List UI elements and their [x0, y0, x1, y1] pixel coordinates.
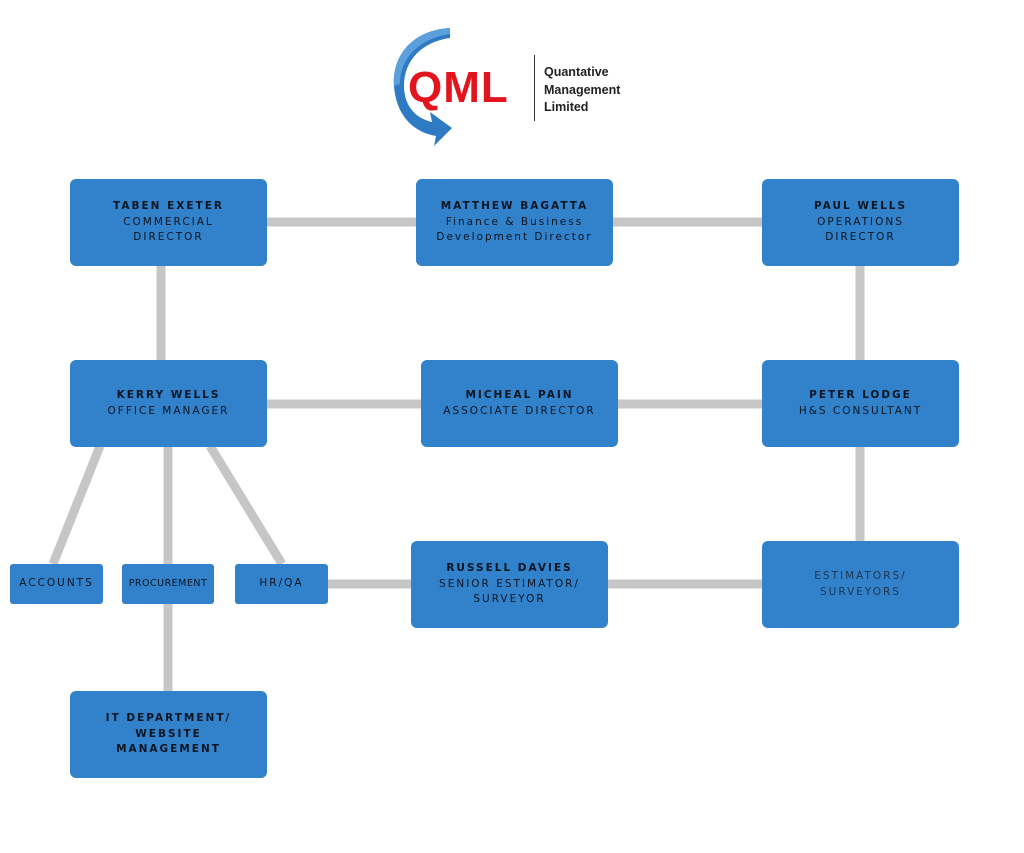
node-taben-exeter: TABEN EXETER COMMERCIAL DIRECTOR [70, 179, 267, 266]
logo-swoosh-icon [393, 28, 452, 146]
connector-kerry-accounts [48, 444, 105, 566]
node-label: IT DEPARTMENT/ [105, 712, 232, 725]
node-role: Finance & Business [445, 215, 584, 228]
node-label: ESTIMATORS/ [814, 570, 907, 582]
node-name: KERRY WELLS [116, 389, 221, 401]
node-role: COMMERCIAL [123, 215, 214, 228]
node-role: OPERATIONS [817, 215, 904, 228]
node-name: PAUL WELLS [813, 200, 908, 213]
connector-kerry-hrqa [206, 443, 286, 567]
node-role: H&S CONSULTANT [798, 404, 923, 417]
node-name: RUSSELL DAVIES [446, 562, 573, 575]
node-label: ACCOUNTS [19, 577, 94, 590]
node-label: HR/QA [259, 577, 304, 590]
node-label: PROCUREMENT [128, 578, 208, 590]
node-procurement: PROCUREMENT [122, 564, 214, 604]
company-name-line: Limited [544, 100, 589, 114]
company-name-line: Quantative [544, 65, 609, 79]
company-logo: QML Quantative Management Limited [388, 24, 638, 149]
node-role: Development Director [436, 231, 593, 244]
logo-divider [534, 55, 535, 121]
node-paul-wells: PAUL WELLS OPERATIONS DIRECTOR [762, 179, 959, 266]
logo-mark: QML [408, 63, 509, 112]
node-hr-qa: HR/QA [235, 564, 328, 604]
node-accounts: ACCOUNTS [10, 564, 103, 604]
node-role: ASSOCIATE DIRECTOR [443, 404, 596, 417]
node-role: OFFICE MANAGER [107, 404, 230, 417]
node-it-department: IT DEPARTMENT/ WEBSITE MANAGEMENT [70, 691, 267, 778]
node-label: MANAGEMENT [116, 743, 221, 756]
node-label: WEBSITE [135, 727, 202, 740]
node-name: MATTHEW BAGATTA [440, 200, 589, 213]
node-matthew-bagatta: MATTHEW BAGATTA Finance & Business Devel… [416, 179, 613, 266]
node-name: MICHEAL PAIN [465, 389, 574, 401]
node-peter-lodge: PETER LODGE H&S CONSULTANT [762, 360, 959, 447]
node-russell-davies: RUSSELL DAVIES SENIOR ESTIMATOR/ SURVEYO… [411, 541, 608, 628]
node-role: DIRECTOR [825, 231, 896, 244]
node-name: TABEN EXETER [113, 200, 224, 213]
company-name: Quantative Management Limited [544, 64, 639, 117]
node-name: PETER LODGE [809, 389, 912, 401]
node-role: SURVEYOR [473, 593, 546, 606]
node-role: SENIOR ESTIMATOR/ [439, 577, 580, 590]
node-estimators-surveyors: ESTIMATORS/ SURVEYORS [762, 541, 959, 628]
company-name-line: Management [544, 82, 621, 97]
node-role: DIRECTOR [133, 231, 204, 244]
node-kerry-wells: KERRY WELLS OFFICE MANAGER [70, 360, 267, 447]
node-micheal-pain: MICHEAL PAIN ASSOCIATE DIRECTOR [421, 360, 618, 447]
node-label: SURVEYORS [820, 585, 901, 598]
